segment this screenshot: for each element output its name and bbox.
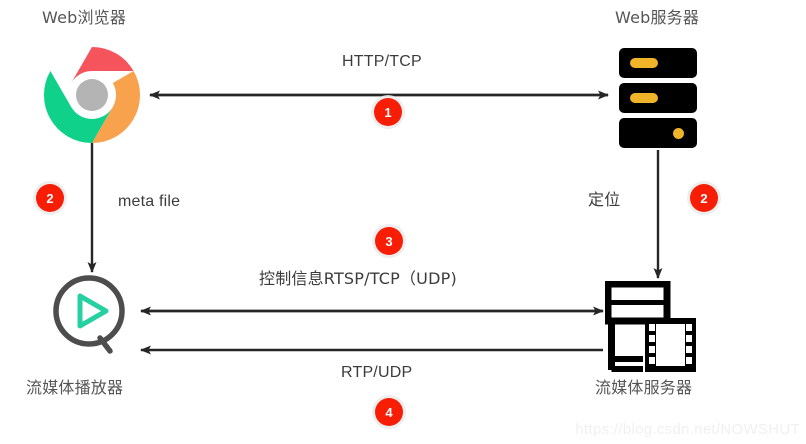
streaming-media-server-icon [604,280,699,375]
server-bay-middle [619,83,697,113]
edge-label-rtp-udp: RTP/UDP [341,364,413,381]
step-badge-2-right: 2 [690,184,718,212]
step-badge-2-left: 2 [36,184,64,212]
server-led-bar-middle [630,93,658,103]
step-badge-4: 4 [375,398,403,426]
web-server-icon [619,48,697,148]
step-badge-1: 1 [374,98,402,126]
chrome-browser-icon [42,45,142,145]
server-bay-top [619,48,697,78]
edge-label-control-rtsp: 控制信息RTSP/TCP（UDP) [259,269,457,288]
node-label-media-player: 流媒体播放器 [26,378,124,397]
node-label-web-browser: Web浏览器 [42,8,127,27]
media-player-icon [48,272,132,356]
server-led-dot [673,128,684,139]
step-badge-3: 3 [375,227,403,255]
node-label-web-server: Web服务器 [615,8,700,27]
server-bay-bottom [619,118,697,148]
node-label-media-server: 流媒体服务器 [595,378,693,397]
server-led-bar-top [630,58,658,68]
edge-label-meta-file: meta file [118,193,181,210]
watermark: https://blog.csdn.net/NOWSHUT [575,421,800,438]
edge-label-http-tcp: HTTP/TCP [342,53,422,70]
edge-label-locate: 定位 [588,190,621,209]
